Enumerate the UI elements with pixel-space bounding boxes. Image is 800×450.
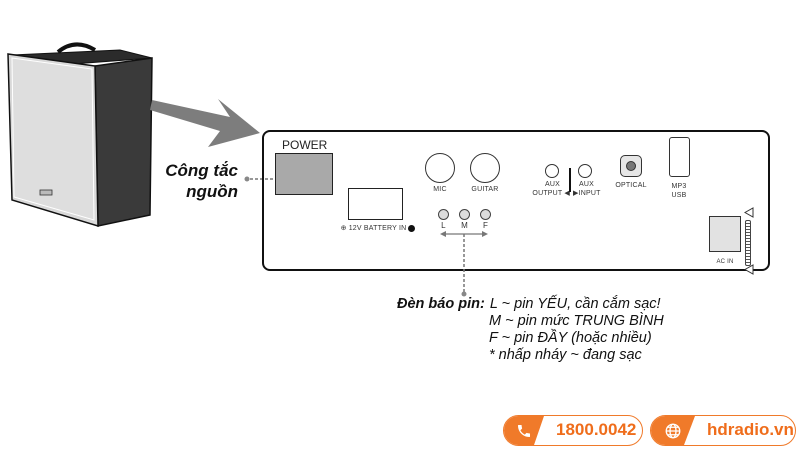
usb-line2: USB bbox=[671, 192, 687, 199]
aux-output-line2: OUTPUT ◀ bbox=[532, 190, 570, 197]
led-l-label: L bbox=[441, 221, 446, 230]
aux-input-line2: ▶INPUT bbox=[573, 190, 601, 197]
aux-divider bbox=[569, 168, 571, 192]
led-f-label: F bbox=[482, 221, 489, 230]
battery-input bbox=[348, 188, 403, 220]
website-button[interactable]: hdradio.vn bbox=[650, 415, 796, 446]
aux-input-label: AUX ▶INPUT bbox=[573, 180, 613, 198]
optical-port-center bbox=[626, 161, 636, 171]
guitar-label: GUITAR bbox=[471, 186, 499, 193]
phone-icon bbox=[504, 416, 544, 445]
optical-label: OPTICAL bbox=[615, 182, 647, 189]
website-url: hdradio.vn bbox=[707, 420, 794, 439]
minus-icon bbox=[408, 224, 416, 232]
phone-button[interactable]: 1800.0042 bbox=[503, 415, 643, 446]
mic-label: MIC bbox=[433, 186, 447, 193]
led-pointer-arrow bbox=[440, 231, 488, 297]
led-f bbox=[480, 209, 491, 220]
usb-label: MP3 USB bbox=[664, 182, 694, 200]
legend-title: Đèn báo pin: bbox=[397, 296, 485, 312]
legend-line: L ~ pin YẾU, cần cắm sạc! bbox=[489, 296, 661, 312]
battery-label-text: 12V BATTERY IN bbox=[348, 224, 407, 232]
aux-input-line1: AUX bbox=[579, 181, 594, 188]
aux-output-line1: AUX bbox=[545, 181, 560, 188]
usb-line1: MP3 bbox=[671, 183, 687, 190]
callout-dashed-line bbox=[244, 176, 278, 182]
callout-line-1: Công tắc bbox=[165, 161, 238, 180]
aux-input-jack bbox=[578, 164, 592, 178]
phone-number: 1800.0042 bbox=[556, 420, 637, 439]
led-m bbox=[459, 209, 470, 220]
legend-line: M ~ pin mức TRUNG BÌNH bbox=[489, 313, 664, 329]
led-m-label: M bbox=[461, 221, 468, 230]
ac-rail bbox=[745, 220, 751, 266]
ac-in-label: AC IN bbox=[716, 259, 734, 265]
globe-icon bbox=[651, 416, 695, 445]
power-switch-callout: Công tắc nguồn bbox=[160, 160, 238, 202]
led-l bbox=[438, 209, 449, 220]
callout-line-2: nguồn bbox=[186, 182, 238, 201]
aux-output-jack bbox=[545, 164, 559, 178]
power-label: POWER bbox=[282, 138, 328, 152]
legend-line: * nhấp nháy ~ đang sạc bbox=[489, 347, 642, 363]
ac-in-socket bbox=[709, 216, 741, 252]
speaker-illustration bbox=[7, 42, 153, 228]
power-switch[interactable] bbox=[275, 153, 333, 195]
aux-output-label: AUX OUTPUT ◀ bbox=[520, 180, 570, 198]
legend-line: F ~ pin ĐẦY (hoặc nhiều) bbox=[489, 330, 652, 346]
mic-jack bbox=[425, 153, 455, 183]
arrow-graphic bbox=[150, 99, 260, 147]
plus-icon: ⊕ bbox=[340, 225, 347, 232]
guitar-jack bbox=[470, 153, 500, 183]
battery-label: ⊕ 12V BATTERY IN bbox=[333, 224, 423, 232]
rail-triangles bbox=[744, 207, 754, 275]
battery-led-legend: Đèn báo pin: L ~ pin YẾU, cần cắm sạc! M… bbox=[397, 296, 664, 364]
usb-port bbox=[669, 137, 690, 177]
rear-panel bbox=[262, 130, 770, 271]
